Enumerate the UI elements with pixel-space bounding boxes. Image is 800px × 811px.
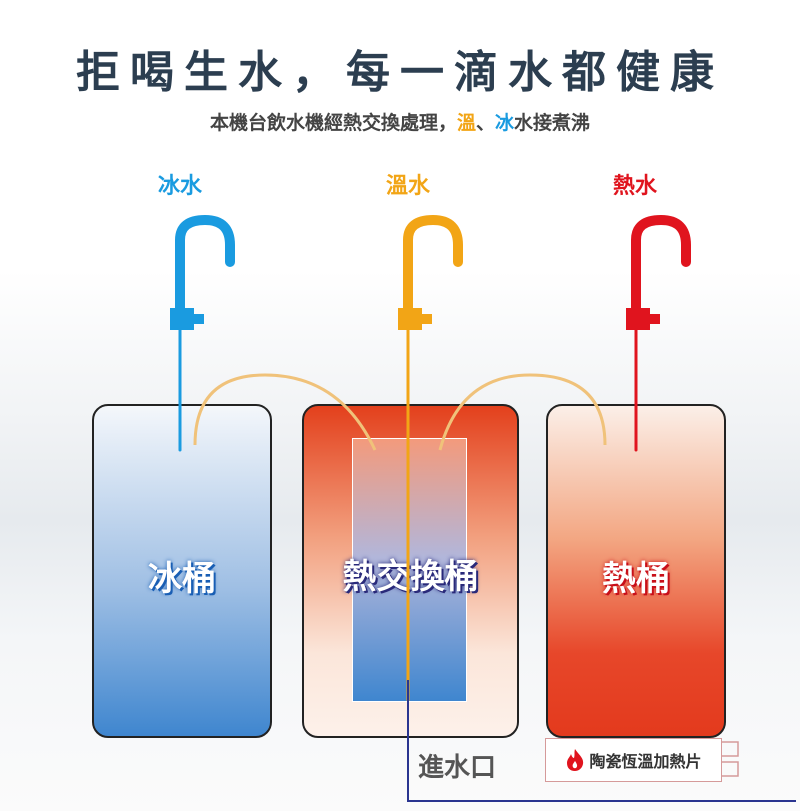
subtitle-suffix: 水接煮沸 [514, 112, 591, 134]
inlet-line [407, 680, 796, 802]
hot-tank: 熱桶 [546, 404, 726, 738]
hot-tank-label: 熱桶 [602, 559, 670, 599]
exchange-to-hot-pipe [438, 373, 607, 451]
warm-faucet-icon [403, 214, 463, 325]
flame-icon [567, 749, 584, 771]
heater-label: 陶瓷恆溫加熱片 [589, 752, 702, 771]
outlet-label-cold: 冰水 [157, 174, 202, 199]
ice-tank: 冰桶 [92, 404, 272, 738]
inlet-label: 進水口 [418, 753, 497, 783]
outlet-label-warm: 溫水 [385, 174, 430, 199]
subtitle-text: 本機台飲水機經熱交換處理， [209, 112, 457, 134]
subtitle-sep: 、 [475, 112, 495, 134]
page-title: 拒喝生水，每一滴水都健康 [76, 47, 724, 98]
hot-faucet-icon [631, 214, 691, 325]
ice-tank-label: 冰桶 [148, 559, 216, 599]
cold-to-exchange-pipe [193, 373, 377, 451]
outlet-label-hot: 熱水 [612, 174, 657, 199]
subtitle-warm: 溫 [456, 112, 476, 134]
cold-faucet-icon [175, 214, 235, 325]
heater-connector [720, 741, 739, 777]
heat-exchange-tank-label: 熱交換桶 [342, 557, 479, 597]
subtitle: 本機台飲水機經熱交換處理，溫、冰水接煮沸 [0, 108, 800, 135]
subtitle-cold: 冰 [495, 112, 515, 134]
ceramic-heater: 陶瓷恆溫加熱片 [545, 738, 722, 782]
